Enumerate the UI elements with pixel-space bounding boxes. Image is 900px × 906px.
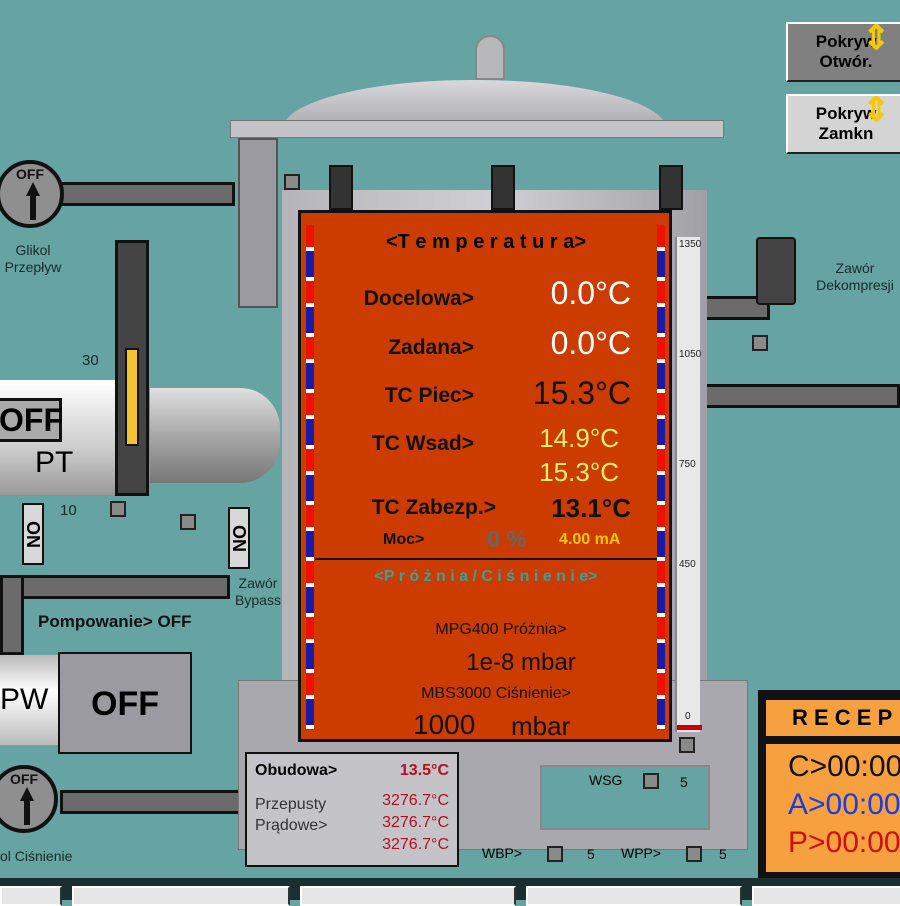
mbs3000-value: 1000 bbox=[413, 709, 476, 740]
tc-piec-label: TC Piec> bbox=[384, 384, 474, 407]
moc-current: 4.00 mA bbox=[559, 531, 621, 548]
docelowa-label: Docelowa> bbox=[363, 287, 474, 310]
gauge-tube bbox=[115, 240, 149, 496]
wbp-value: 5 bbox=[587, 846, 595, 862]
arrow-up-icon: ⇕ bbox=[862, 22, 891, 57]
valve-left-on[interactable]: ON bbox=[22, 503, 44, 565]
wsg-label: WSG bbox=[589, 772, 623, 788]
moc-percent: 0 % bbox=[487, 526, 527, 552]
pump-off-button[interactable]: OFF bbox=[58, 652, 192, 754]
arrow-up-icon bbox=[20, 787, 34, 801]
arrow-down-icon: ⇕ bbox=[862, 94, 891, 129]
toolbar-button-1[interactable] bbox=[0, 886, 62, 906]
wsg-value: 5 bbox=[680, 774, 688, 790]
lid-open-label-2: Otwór. bbox=[819, 52, 873, 71]
lid-hook bbox=[475, 35, 505, 80]
lid-flange bbox=[230, 120, 724, 138]
scale-tick: 750 bbox=[679, 459, 696, 470]
arrow-up-icon bbox=[26, 182, 40, 196]
lid-open-label: Pokryw bbox=[815, 32, 877, 51]
recipe-title: R E C E P bbox=[766, 700, 900, 736]
mbs3000-label: MBS3000 Ciśnienie> bbox=[421, 685, 571, 702]
valve-state: OFF bbox=[10, 771, 38, 787]
bypass-pipe bbox=[15, 575, 230, 599]
gauge-bottom-label: 10 bbox=[60, 502, 77, 519]
pump-off-indicator[interactable]: OFF bbox=[0, 398, 63, 442]
scale-tick: 450 bbox=[679, 559, 696, 570]
pump-chamber bbox=[150, 388, 280, 483]
toolbar-button-3[interactable] bbox=[300, 886, 516, 906]
glikol-flow-valve[interactable]: OFF bbox=[0, 160, 64, 228]
bypass-valve-on[interactable]: ON bbox=[228, 507, 250, 569]
scale-tick: 0 bbox=[685, 711, 691, 722]
tc-wsad-value-1: 14.9°C bbox=[539, 423, 619, 453]
vacuum-title: <P r ó ż n i a / C i ś n i e n i e> bbox=[374, 568, 598, 585]
wbp-label: WBP> bbox=[482, 845, 523, 861]
level-scale: 1350 1050 750 450 0 bbox=[675, 237, 702, 732]
temperature-title: <T e m p e r a t u r a> bbox=[385, 231, 587, 253]
pt-label: PT bbox=[35, 446, 74, 479]
pw-label: PW bbox=[0, 655, 60, 745]
wpp-value: 5 bbox=[719, 846, 727, 862]
mpg400-value: 1e-8 mbar bbox=[466, 649, 576, 676]
tc-zabezp-label: TC Zabezp.> bbox=[371, 496, 496, 519]
wpp-indicator bbox=[686, 846, 702, 862]
wsg-indicator bbox=[643, 773, 659, 789]
base-window bbox=[540, 765, 710, 830]
mpg400-label: MPG400 Próżnia> bbox=[435, 621, 567, 638]
lid-close-label-2: Zamkn bbox=[818, 124, 874, 143]
toolbar-button-4[interactable] bbox=[526, 886, 742, 906]
wpp-label: WPP> bbox=[621, 845, 662, 861]
moc-label: Moc> bbox=[383, 531, 425, 548]
scale-tick: 1050 bbox=[679, 349, 702, 360]
recipe-a-time: A>00:00 bbox=[788, 788, 900, 821]
glikol-pressure-pipe bbox=[60, 790, 250, 814]
tc-piec-value: 15.3°C bbox=[532, 375, 631, 411]
decompression-valve[interactable] bbox=[756, 237, 796, 305]
glikol-pipe bbox=[60, 182, 235, 206]
pumping-status: Pompowanie> OFF bbox=[38, 612, 192, 631]
mbs3000-unit: mbar bbox=[511, 711, 571, 741]
recipe-panel: R E C E P C>00:00 A>00:00 P>00:00 bbox=[758, 690, 900, 882]
recipe-p-time: P>00:00 bbox=[788, 826, 900, 859]
scale-tick: 1350 bbox=[679, 239, 702, 250]
wbp-indicator bbox=[547, 846, 563, 862]
zadana-value: 0.0°C bbox=[550, 325, 631, 361]
recipe-c-time: C>00:00 bbox=[788, 750, 900, 783]
zadana-label: Zadana> bbox=[388, 336, 474, 359]
lid-close-label: Pokryw bbox=[815, 104, 877, 123]
tc-zabezp-value: 13.1°C bbox=[551, 493, 631, 523]
right-pipe bbox=[700, 384, 900, 408]
gauge-top-label: 30 bbox=[82, 352, 99, 369]
obudowa-value: 13.5°C bbox=[399, 762, 449, 779]
valve-state: OFF bbox=[16, 166, 44, 182]
process-panel: <T e m p e r a t u r a> Docelowa> 0.0°C … bbox=[298, 210, 672, 742]
tc-wsad-label: TC Wsad> bbox=[371, 432, 474, 455]
toolbar-button-2[interactable] bbox=[72, 886, 290, 906]
bypass-down-pipe bbox=[0, 575, 24, 655]
obudowa-label: Obudowa> bbox=[255, 762, 338, 779]
toolbar-button-5[interactable] bbox=[752, 886, 900, 906]
tc-wsad-value-2: 15.3°C bbox=[539, 457, 619, 487]
glikol-pressure-valve[interactable]: OFF bbox=[0, 765, 58, 833]
lift-cylinder bbox=[238, 138, 278, 308]
glikol-pressure-label: ol Ciśnienie bbox=[0, 848, 73, 864]
docelowa-value: 0.0°C bbox=[550, 275, 631, 311]
